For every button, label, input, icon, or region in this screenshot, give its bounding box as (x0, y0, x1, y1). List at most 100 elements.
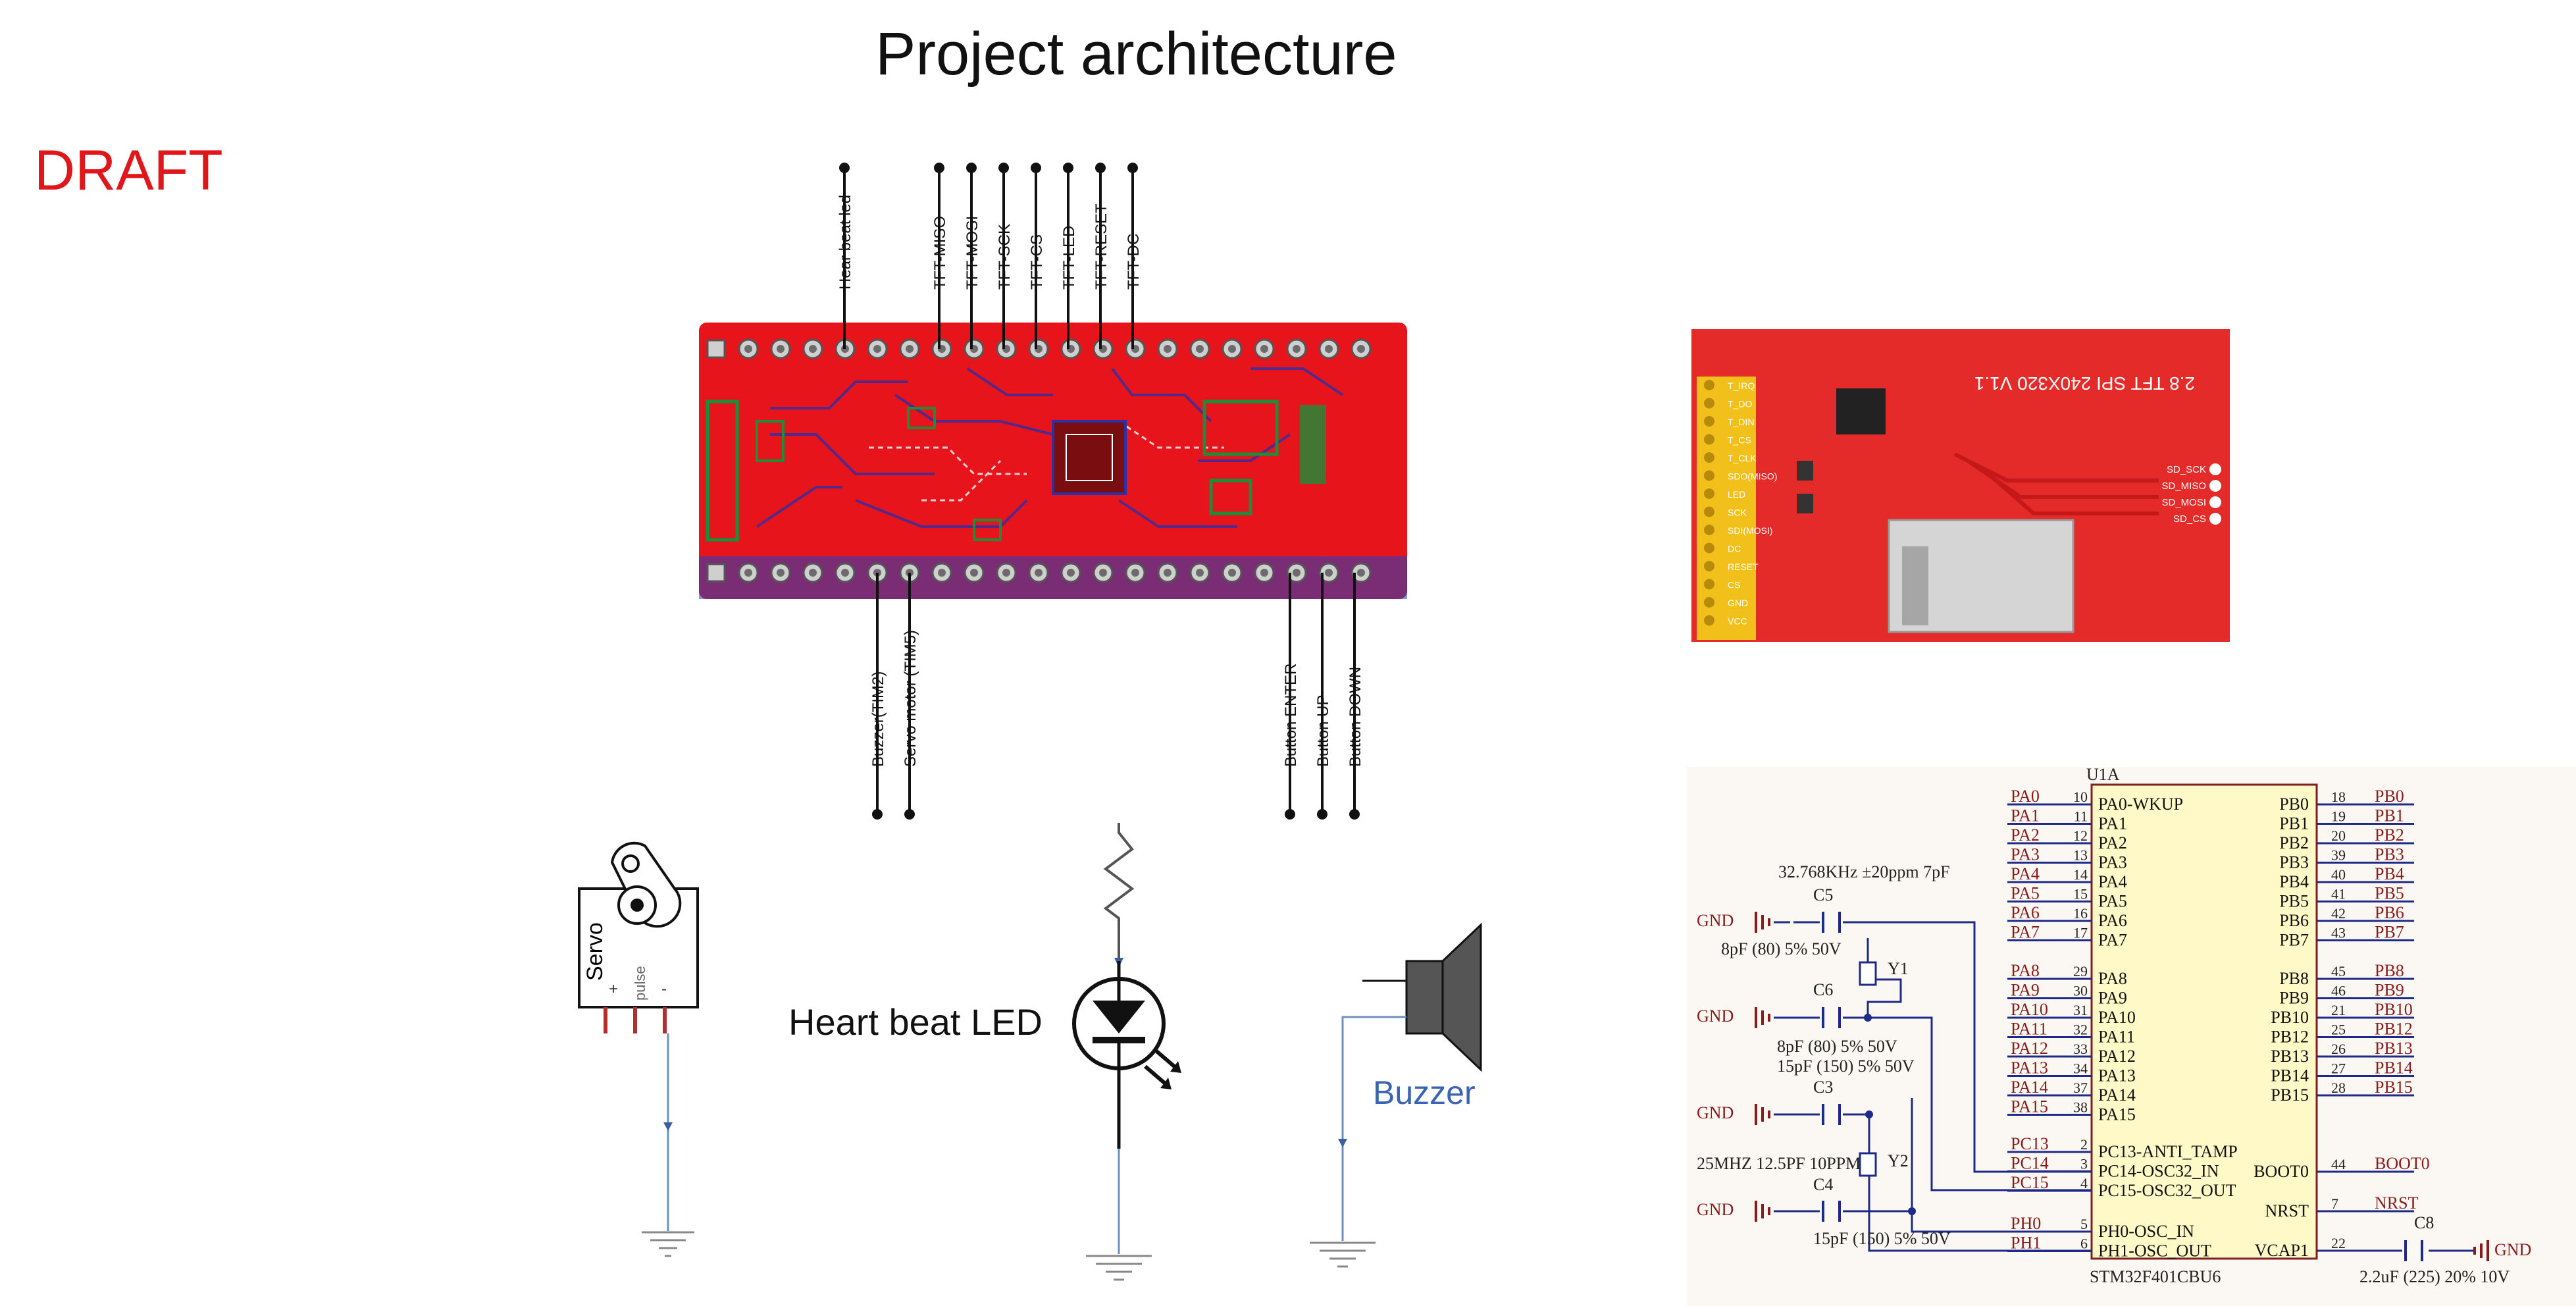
pin-name: PB8 (2279, 969, 2309, 988)
tft-traces (1953, 452, 2159, 515)
c5-label: C5 (1813, 885, 1833, 904)
tft-left-pin-label: SDO(MISO) (1728, 471, 1777, 482)
net-label: PB4 (2375, 864, 2404, 883)
crystal-y1 (1859, 961, 1877, 986)
led-resistor (1103, 823, 1135, 961)
pin-name: PA7 (2098, 931, 2127, 950)
pin-name: PA2 (2098, 833, 2127, 852)
servo-ground-symbol (642, 1231, 694, 1257)
bottom-signal-label: Servo motor (TIM5) (902, 630, 919, 767)
net-label: PA13 (2011, 1058, 2048, 1078)
tft-title: 2.8 TFT SPI 240X320 V1.1 (1974, 373, 2195, 394)
pin-number: 18 (2331, 789, 2346, 805)
net-label: PA15 (2011, 1097, 2048, 1116)
pin-name: PC13-ANTI_TAMP (2098, 1142, 2238, 1161)
heart-beat-led-symbol: Heart beat LED (788, 823, 1181, 1281)
crystal1-spec: 32.768KHz ±20ppm 7pF (1778, 862, 1950, 881)
pin-name: PA9 (2098, 989, 2127, 1008)
pin-name: PB6 (2279, 911, 2309, 930)
pin-name: PA4 (2098, 872, 2127, 891)
mcu-part-number: STM32F401CBU6 (2090, 1267, 2221, 1286)
top-lead-terminal (1095, 163, 1106, 173)
pin-name: PA11 (2098, 1028, 2135, 1047)
pin-number: 39 (2331, 847, 2346, 864)
c3-label: C3 (1813, 1078, 1833, 1097)
c8-label: C8 (2414, 1213, 2434, 1232)
pin-name: PB9 (2279, 989, 2309, 1008)
pin-number: 32 (2073, 1022, 2088, 1038)
net-label: PB12 (2375, 1020, 2413, 1039)
y2-label: Y2 (1888, 1151, 1909, 1170)
gnd-label-c4: GND (1697, 1200, 1734, 1219)
pcb-pad (706, 339, 726, 359)
servo-horn (610, 841, 682, 928)
tft-left-pin-label: SCK (1728, 508, 1747, 518)
net-label: BOOT0 (2375, 1154, 2430, 1173)
pcb-pads (706, 338, 1372, 583)
pin-name: PB10 (2271, 1008, 2309, 1027)
net-label: PC14 (2011, 1154, 2049, 1173)
net-label: PB14 (2375, 1058, 2413, 1078)
capacitor-plates (1822, 912, 2423, 1261)
net-label: PA5 (2011, 884, 2040, 903)
pin-number: 21 (2331, 1002, 2346, 1018)
pin-name: PB13 (2271, 1047, 2309, 1066)
pcb-component (1202, 400, 1279, 456)
led-ground-symbol (1086, 1255, 1152, 1281)
tft-display-board: T_IRQT_DOT_DINT_CST_CLKSDO(MISO)LEDSCKSD… (1691, 329, 2230, 642)
tft-left-pin-labels: T_IRQT_DOT_DINT_CST_CLKSDO(MISO)LEDSCKSD… (1728, 380, 1777, 627)
pin-name: PA14 (2098, 1085, 2136, 1105)
gnd-label-c8: GND (2494, 1240, 2531, 1259)
pin-name: PA12 (2098, 1047, 2136, 1066)
draft-label: DRAFT (34, 139, 223, 202)
pin-number: 45 (2331, 963, 2346, 980)
schematic-right-pins: PB018PB0PB119PB1PB220PB2PB339PB3PB440PB4… (2254, 787, 2430, 1260)
net-label: NRST (2375, 1193, 2419, 1213)
pin-number: 34 (2073, 1060, 2088, 1077)
tft-right-pin-label: SD_MOSI (2161, 497, 2206, 508)
tft-left-pin-label: T_DIN (1728, 417, 1754, 427)
tft-left-pin-label: T_IRQ (1728, 380, 1755, 391)
top-lead-terminal (1063, 163, 1073, 173)
ground-symbols (1755, 912, 2489, 1261)
servo-pin-pulse: pulse (632, 966, 648, 1001)
top-signal-label: TFT-RESET (1093, 203, 1110, 290)
pin-number: 17 (2073, 925, 2088, 941)
pin-number: 20 (2331, 827, 2346, 844)
top-lead-terminal (998, 163, 1009, 173)
pin-name: PB7 (2279, 931, 2309, 950)
pin-name: PC15-OSC32_OUT (2098, 1181, 2236, 1200)
net-label: PA12 (2011, 1039, 2048, 1058)
net-label: PA11 (2011, 1020, 2048, 1039)
pin-name: PA1 (2098, 814, 2127, 833)
top-signal-label: TFT-MISO (931, 216, 949, 290)
pin-number: 29 (2073, 963, 2088, 980)
pin-number: 33 (2073, 1041, 2088, 1057)
top-lead-terminal (934, 163, 944, 173)
pin-name: PA13 (2098, 1066, 2136, 1085)
tft-left-pin-label: VCC (1728, 616, 1747, 627)
pin-number: 41 (2331, 886, 2346, 902)
mcu-symbol-body (2090, 783, 2318, 1260)
y1-label: Y1 (1888, 959, 1909, 978)
pin-name: PB14 (2271, 1066, 2309, 1085)
pin-name: PA5 (2098, 892, 2127, 911)
pin-number: 5 (2080, 1216, 2088, 1232)
led-anode-triangle (1093, 1001, 1145, 1033)
pin-name: PA10 (2098, 1008, 2136, 1027)
bottom-signal-leads: Buzzer(TIM2)Servo motor (TIM5)Button ENT… (869, 573, 1364, 820)
pin-number: 46 (2331, 983, 2346, 999)
net-label: PA10 (2011, 1000, 2048, 1019)
net-label: PA0 (2011, 787, 2040, 806)
pin-number: 7 (2331, 1195, 2338, 1212)
buzzer-label: Buzzer (1373, 1074, 1476, 1111)
mcu-board (699, 323, 1407, 599)
c6-value: 8pF (80) 5% 50V (1777, 1037, 1897, 1056)
net-label: PC13 (2011, 1134, 2049, 1153)
gnd-label-c6: GND (1697, 1006, 1734, 1026)
pin-name: PB2 (2279, 833, 2309, 852)
page-title: Project architecture (875, 20, 1397, 88)
net-label: PB7 (2375, 923, 2404, 942)
